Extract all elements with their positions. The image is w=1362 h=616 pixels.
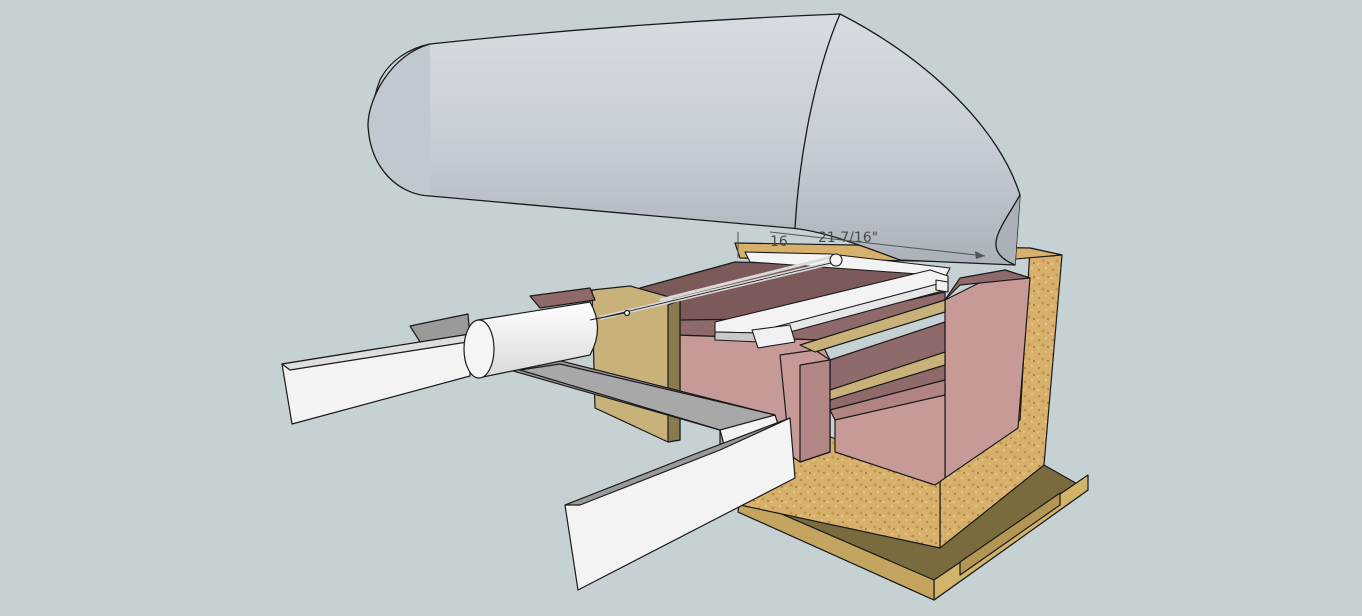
cylinder-motor [463,301,631,379]
slide-rails [599,251,951,349]
dimension-label-partial: 16 [770,234,788,250]
dimension-annotation: 16 21 7/16" [737,230,986,259]
dimension-line [769,231,986,257]
duct-elbow [367,13,1021,266]
dimension-label-main: 21 7/16" [818,230,878,246]
dimension-arrow [975,251,985,259]
